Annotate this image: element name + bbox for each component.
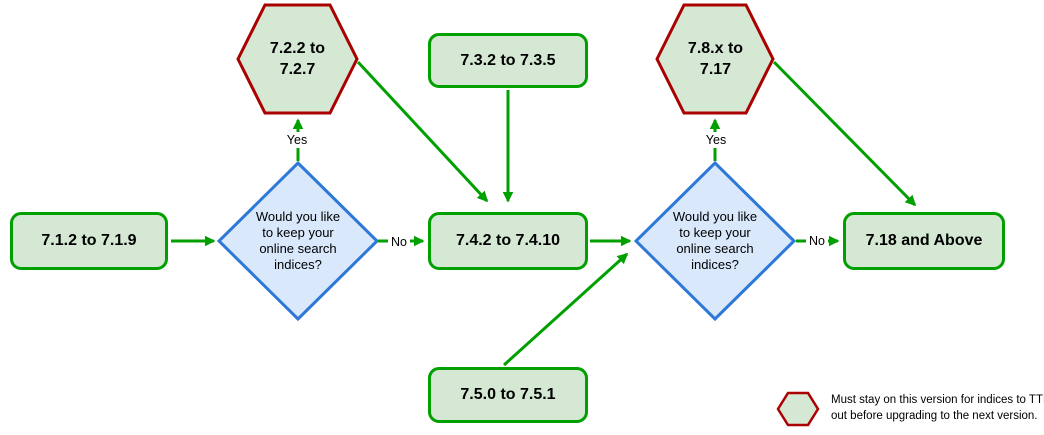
hexagon-node-7-2-2	[236, 3, 359, 115]
edge-label-no-1: No	[388, 234, 410, 250]
decision-diamond-2	[633, 160, 797, 322]
node-label: 7.5.0 to 7.5.1	[460, 386, 556, 403]
edge-label-yes-2: Yes	[702, 132, 730, 148]
decision-diamond-1-label: Would you like to keep your online searc…	[255, 209, 341, 272]
node-7-1-2-to-7-1-9: 7.1.2 to 7.1.9	[10, 212, 168, 270]
edge-label-yes-1: Yes	[283, 132, 311, 148]
hexagon-node-7-8-x	[655, 3, 775, 115]
node-7-3-2-to-7-3-5: 7.3.2 to 7.3.5	[428, 33, 588, 88]
legend-text: Must stay on this version for indices to…	[831, 394, 1044, 422]
edge-78x-to-718	[772, 60, 917, 207]
node-7-5-0-to-7-5-1: 7.5.0 to 7.5.1	[428, 367, 588, 423]
node-label: 7.3.2 to 7.3.5	[460, 51, 556, 69]
decision-diamond-2-label: Would you like to keep your online searc…	[672, 209, 758, 272]
node-7-4-2-to-7-4-10: 7.4.2 to 7.4.10	[428, 212, 588, 270]
node-7-18-and-above: 7.18 and Above	[843, 212, 1005, 270]
decision-diamond-1	[216, 160, 380, 322]
edge-722-to-742	[356, 60, 489, 203]
edge-750-to-decision2	[502, 252, 629, 367]
node-label: 7.1.2 to 7.1.9	[41, 232, 137, 249]
hexagon-node-7-2-2-label: 7.2.2 to 7.2.7	[269, 40, 326, 78]
node-label: 7.4.2 to 7.4.10	[455, 232, 561, 249]
edge-label-no-2: No	[806, 233, 828, 249]
legend-hexagon-icon	[776, 391, 820, 427]
hexagon-node-7-8-x-label: 7.8.x to 7.17	[687, 40, 744, 78]
node-label: 7.18 and Above	[865, 232, 983, 249]
